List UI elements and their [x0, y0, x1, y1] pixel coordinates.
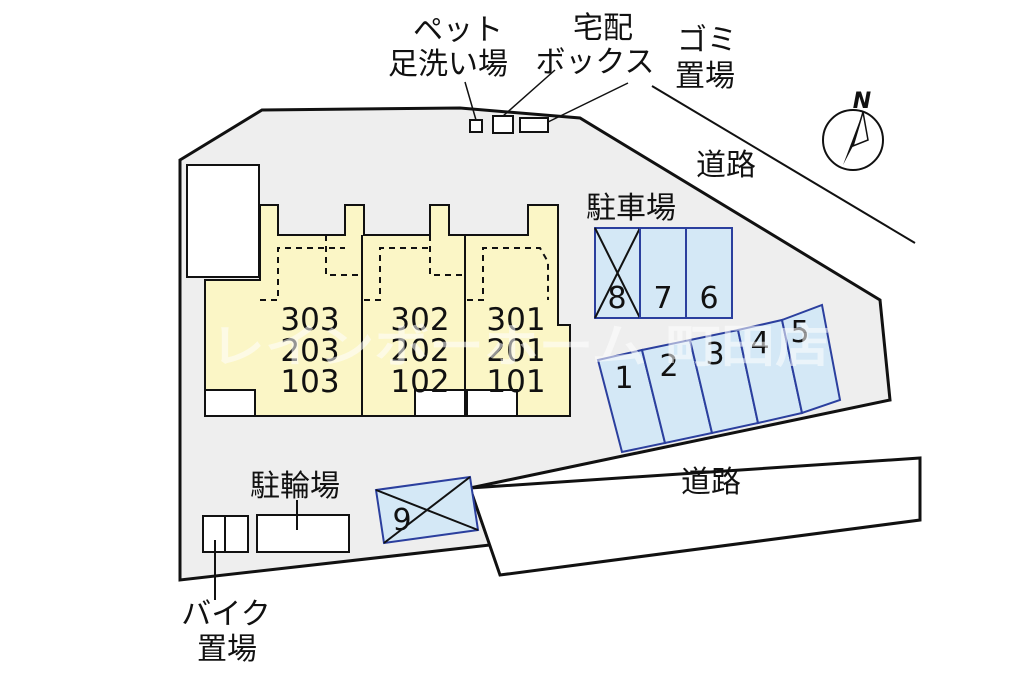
- balcony-mid-b: [429, 235, 465, 276]
- garbage-leader: [547, 82, 629, 123]
- road-south-label: 道路: [681, 465, 741, 500]
- unit-203: 203: [280, 333, 339, 369]
- parking-label-7: 7: [653, 281, 672, 316]
- entrance-mid: [414, 389, 466, 417]
- parking-label-4: 4: [750, 326, 769, 361]
- delivery-box: [492, 115, 514, 134]
- bicycle-label: 駐輪場: [250, 469, 340, 504]
- balcony-right: [467, 247, 549, 301]
- delivery-leader: [502, 69, 556, 117]
- north-compass: N: [822, 89, 884, 171]
- parking-space-9-group: 9: [374, 475, 480, 545]
- apartment-building: [204, 204, 571, 417]
- pet-footwash: [469, 119, 483, 133]
- parking-space-6: [685, 227, 733, 319]
- unit-301: 301: [486, 302, 545, 338]
- parking-top-row: 8 7 6: [594, 227, 733, 319]
- parking-label-3: 3: [705, 337, 724, 372]
- parking-space-5: [780, 303, 842, 415]
- road-north-label: 道路: [696, 148, 756, 183]
- unavailable-mark-9b: [383, 476, 471, 544]
- parking-title: 駐車場: [586, 191, 676, 226]
- road-north-edge: [651, 85, 916, 244]
- unit-202: 202: [390, 333, 449, 369]
- delivery-label-line1: 宅配: [573, 11, 633, 46]
- storage-shed: [186, 164, 260, 278]
- unit-201: 201: [486, 333, 545, 369]
- unit-103: 103: [280, 364, 339, 400]
- parking-label-8: 8: [607, 281, 626, 316]
- parking-label-5: 5: [790, 315, 809, 350]
- delivery-label-line2: ボックス: [535, 45, 654, 80]
- entrance-left: [204, 389, 256, 417]
- parking-label-2: 2: [659, 349, 678, 384]
- unit-302: 302: [390, 302, 449, 338]
- parking-label-9: 9: [392, 503, 411, 538]
- pet-leader: [464, 81, 477, 121]
- garbage-area: [519, 117, 549, 133]
- bike-label-line2: 置場: [197, 632, 257, 667]
- compass-arrow-outline-icon: [851, 111, 869, 148]
- bicycle-parking: [256, 514, 350, 553]
- watermark-text: レインボーホーム 町田店: [210, 319, 830, 373]
- pet-label-line1: ペット: [413, 13, 503, 48]
- bike-label-line1: バイク: [181, 597, 270, 632]
- unit-102: 102: [390, 364, 449, 400]
- unit-101: 101: [486, 364, 545, 400]
- compass-n-label: N: [853, 89, 871, 114]
- balcony-left-b: [325, 235, 362, 276]
- pet-label-line2: 足洗い場: [388, 47, 508, 82]
- unit-303: 303: [280, 302, 339, 338]
- unavailable-mark-8b: [594, 227, 641, 319]
- balcony-left: [260, 247, 345, 301]
- compass-arrow-icon: [843, 112, 863, 165]
- balcony-mid: [364, 247, 430, 301]
- parking-label-6: 6: [699, 281, 718, 316]
- parking-bottom-row: 1 2 3 4 5: [596, 303, 842, 454]
- garbage-label-line2: 置場: [675, 59, 735, 94]
- entrance-right: [466, 389, 518, 417]
- road-south: [467, 456, 922, 577]
- garbage-label-line1: ゴミ: [677, 23, 737, 58]
- parking-label-1: 1: [614, 361, 633, 396]
